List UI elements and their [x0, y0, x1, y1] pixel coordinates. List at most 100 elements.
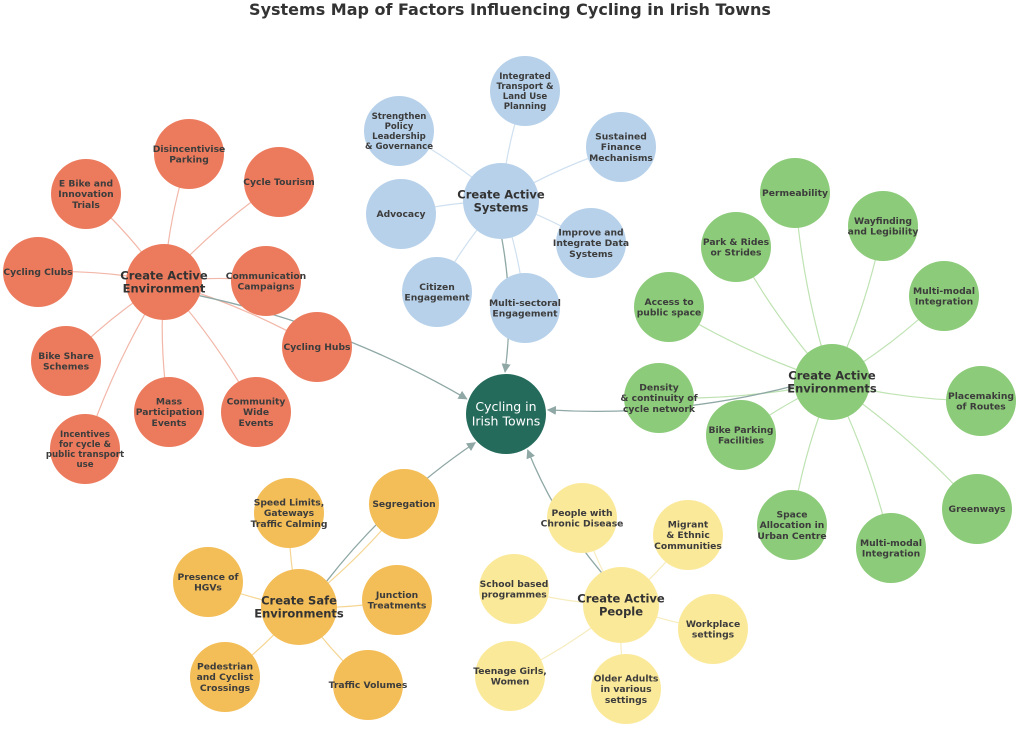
node-label-line: Wide	[243, 407, 269, 418]
leaf-node-circle	[475, 641, 545, 711]
leaf-node-circle	[369, 469, 439, 539]
node-label-line: Mass	[156, 397, 183, 408]
hub-node-circle	[463, 163, 539, 239]
node-label-line: Community	[227, 397, 286, 408]
leaf-node-circle	[653, 500, 723, 570]
leaf-node-circle	[757, 490, 827, 560]
node-label-line: settings	[692, 630, 735, 641]
leaf-node-permeability: Permeability	[760, 158, 830, 228]
leaf-node-circle	[634, 272, 704, 342]
leaf-node-cycling-clubs: Cycling Clubs	[3, 237, 73, 307]
node-label-line: Systems	[569, 249, 613, 260]
node-label-line: Access to	[644, 297, 693, 308]
node-label-line: HGVs	[194, 583, 222, 594]
hub-node-circle	[126, 244, 202, 320]
node-label-line: Cycling in	[475, 399, 536, 414]
node-label-line: Migrant	[668, 520, 709, 531]
hub-node-circle	[261, 569, 337, 645]
node-label-line: & Governance	[365, 142, 433, 152]
leaf-node-circle	[364, 96, 434, 166]
node-label-line: Wayfinding	[854, 216, 912, 227]
node-label-line: Park & Rides	[703, 237, 770, 248]
node-label-line: or Strides	[710, 248, 762, 259]
leaf-node-cycling-hubs: Cycling Hubs	[282, 312, 352, 382]
node-label-line: Multi-modal	[913, 286, 975, 297]
leaf-node-circle	[51, 159, 121, 229]
leaf-node-circle	[221, 377, 291, 447]
leaf-node-circle	[134, 377, 204, 447]
node-label-line: Advocacy	[376, 209, 425, 220]
leaf-node-circle	[586, 112, 656, 182]
node-label-line: & Ethnic	[666, 530, 710, 541]
leaf-node-circle	[760, 158, 830, 228]
node-label-line: Citizen	[419, 282, 455, 293]
leaf-node-circle	[366, 179, 436, 249]
leaf-node-cycle-tourism: Cycle Tourism	[243, 147, 315, 217]
node-label-line: Systems	[474, 201, 529, 215]
leaf-node-circle	[362, 565, 432, 635]
leaf-node-circle	[479, 554, 549, 624]
center-node-circle	[466, 374, 546, 454]
node-label-line: Incentives	[60, 430, 110, 440]
leaf-node-circle	[706, 400, 776, 470]
node-label-line: Mechanisms	[589, 153, 653, 164]
node-label-line: and Cyclist	[197, 672, 254, 683]
node-label-line: Create Active	[457, 187, 545, 201]
node-label-line: Engagement	[492, 309, 558, 320]
node-label-line: People	[599, 605, 643, 619]
node-label-line: Traffic Calming	[251, 519, 328, 530]
leaf-node-circle	[402, 257, 472, 327]
node-label-line: Parking	[169, 155, 209, 166]
node-label-line: Cycling Hubs	[283, 342, 351, 353]
diagram-title: Systems Map of Factors Influencing Cycli…	[249, 0, 771, 19]
node-label-line: Workplace	[686, 619, 740, 630]
node-label-line: Engagement	[404, 293, 470, 304]
node-label-line: use	[76, 460, 93, 470]
node-label-line: Bike Share	[38, 351, 94, 362]
node-label-line: Irish Towns	[472, 414, 541, 429]
node-label-line: programmes	[481, 590, 547, 601]
leaf-node-circle	[624, 363, 694, 433]
node-label-line: & continuity of	[620, 393, 698, 404]
node-label-line: Crossings	[200, 683, 251, 694]
node-label-line: Environment	[123, 282, 206, 296]
node-label-line: cycle network	[623, 404, 696, 415]
node-label-line: Density	[639, 383, 678, 394]
node-label-line: Trials	[72, 200, 100, 211]
hub-node-circle	[794, 344, 870, 420]
node-label-line: Environments	[787, 382, 877, 396]
leaf-node-traffic-volumes: Traffic Volumes	[329, 650, 408, 720]
node-label-line: Create Active	[788, 368, 876, 382]
node-label-line: Participation	[136, 407, 203, 418]
node-label-line: Women	[491, 677, 529, 688]
node-label-line: Pedestrian	[197, 662, 253, 673]
node-label-line: settings	[605, 695, 648, 706]
leaf-node-circle	[254, 478, 324, 548]
leaf-node-circle	[547, 483, 617, 553]
leaf-node-circle	[282, 312, 352, 382]
node-label-line: Allocation in	[760, 520, 825, 531]
